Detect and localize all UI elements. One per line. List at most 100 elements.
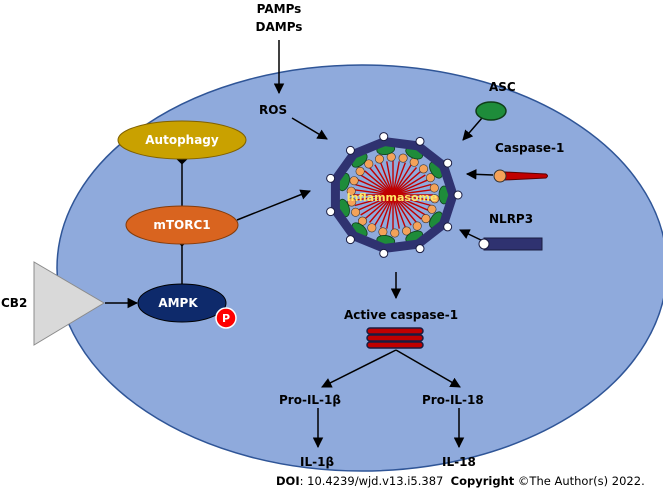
caspase1-head — [493, 169, 507, 183]
inflammasome-ray — [374, 164, 394, 196]
inflammasome-nlrp3-bar — [379, 239, 423, 253]
inflammasome-nlrp3-head — [345, 145, 355, 155]
nlrp3-label: NLRP3 — [489, 212, 533, 226]
inflammasome-ray — [368, 167, 394, 196]
ros-inflammasome-arrow — [291, 117, 328, 140]
copyright-label: Copyright — [450, 474, 515, 488]
inflammasome-ray — [354, 183, 394, 196]
inflammasome-label: Inflammasome — [347, 191, 438, 204]
inflammasome-ray — [364, 194, 394, 220]
inflammasome-ray — [360, 174, 394, 196]
inflammasome-ray — [392, 194, 407, 228]
inflammasome-caspase-bead — [402, 226, 412, 236]
inflammasome-nlrp3-head — [443, 158, 453, 168]
ampk-node — [137, 283, 227, 323]
caspase1-label: Caspase-1 — [495, 141, 564, 155]
inflammasome-ray — [357, 178, 394, 196]
caspase-inflammasome-arrow — [465, 169, 494, 180]
cell-body — [56, 64, 663, 472]
inflammasome-ray — [360, 194, 394, 216]
citation-footer: DOI: 10.4239/wjd.v13.i5.387 Copyright ©T… — [276, 474, 645, 488]
inflammasome-ray — [392, 194, 418, 223]
inflammasome-caspase-bead — [398, 153, 408, 163]
inflammasome-ray — [386, 161, 394, 196]
active-caspase1-stack — [366, 327, 424, 349]
autophagy-label: Autophagy — [145, 133, 219, 147]
cb2-label: CB2 — [1, 296, 27, 310]
asc-inflammasome-arrow — [462, 117, 483, 141]
inflammasome-ray — [379, 162, 394, 196]
il18-label: IL-18 — [442, 455, 476, 469]
inflammasome-caspase-bead — [412, 221, 422, 231]
inflammasome-ray — [392, 164, 412, 196]
doi-value: : 10.4239/wjd.v13.i5.387 — [299, 474, 444, 488]
doi-label: DOI — [276, 474, 300, 488]
inflammasome-nlrp3-bar — [330, 205, 359, 241]
inflammasome-ray — [392, 194, 432, 207]
phospho-label: P — [222, 312, 230, 325]
inflammasome-ray — [354, 194, 394, 207]
pamps-label: PAMPs — [257, 2, 302, 16]
inflammasome-ray — [374, 194, 394, 226]
caspase1-shape — [504, 171, 548, 181]
ampk-label: AMPK — [158, 296, 198, 310]
inflammasome-ray — [392, 161, 400, 196]
inflammasome-caspase-bead — [374, 154, 384, 164]
inflammasome-caspase-bead — [355, 166, 365, 176]
inflammasome-caspase-bead — [367, 223, 377, 233]
inflammasome-ray — [386, 194, 394, 229]
inflammasome-caspase-bead — [427, 204, 437, 214]
inflammasome-nlrp3-bar — [413, 141, 448, 171]
mtorc1-node — [125, 205, 239, 245]
inflammasome-nlrp3-bar — [349, 137, 389, 159]
inflammasome-ray — [392, 188, 433, 196]
pro-il1b-label: Pro-IL-1β — [279, 393, 341, 407]
asc-shape — [475, 101, 507, 121]
inflammasome-ray — [392, 178, 429, 196]
inflammasome-ray — [392, 194, 429, 212]
inflammasome-nlrp3-bar — [330, 149, 359, 185]
inflammasome-ray — [392, 194, 426, 216]
asc-label: ASC — [489, 80, 516, 94]
inflammasome-ray — [392, 162, 407, 196]
inflammasome-complex — [326, 132, 463, 258]
inflammasome-caspase-bead — [390, 228, 400, 238]
inflammasome-caspase-bead — [378, 227, 388, 237]
autophagy-node — [117, 120, 247, 160]
inflammasome-nlrp3-head — [443, 222, 453, 232]
inflammasome-ray — [379, 194, 394, 228]
inflammasome-nlrp3-head — [415, 136, 425, 146]
inflammasome-caspase-bead — [346, 186, 356, 196]
inflammasome-nlrp3-head — [326, 173, 336, 183]
inflammasome-ray — [368, 194, 394, 223]
inflammasome-ray — [392, 194, 433, 202]
inflammasome-nlrp3-bar — [438, 161, 458, 200]
inflammasome-nlrp3-head — [326, 207, 336, 217]
inflammasome-ray — [392, 167, 418, 196]
inflammasome-nlrp3-head — [379, 132, 389, 142]
inflammasome-ray — [392, 194, 412, 226]
cb2-receptor-shape — [33, 261, 105, 346]
inflammasome-nlrp3-head — [379, 248, 389, 258]
inflammasome-caspase-bead — [430, 194, 440, 204]
active-caspase1-label: Active caspase-1 — [344, 308, 458, 322]
inflammasome-ray — [364, 170, 394, 196]
phospho-badge — [215, 307, 237, 329]
inflammasome-nlrp3-bar — [413, 219, 448, 249]
il1b-label: IL-1β — [300, 455, 334, 469]
inflammasome-ray — [392, 194, 400, 229]
damps-label: DAMPs — [256, 20, 303, 34]
inflammasome-caspase-bead — [364, 159, 374, 169]
copyright-value: ©The Author(s) 2022. — [514, 474, 645, 488]
inflammasome-ray — [392, 183, 432, 196]
inflammasome-ray — [392, 170, 422, 196]
inflammasome-nlrp3-bar — [379, 137, 423, 151]
inflammasome-caspase-bead — [351, 207, 361, 217]
inflammasome-caspase-bead — [429, 183, 439, 193]
nlrp3-head — [478, 238, 490, 250]
mtorc1-inflammasome-arrow — [236, 189, 311, 221]
inflammasome-nlrp3-head — [345, 235, 355, 245]
inflammasome-ray — [353, 188, 394, 196]
caspase-split-right — [395, 349, 461, 388]
